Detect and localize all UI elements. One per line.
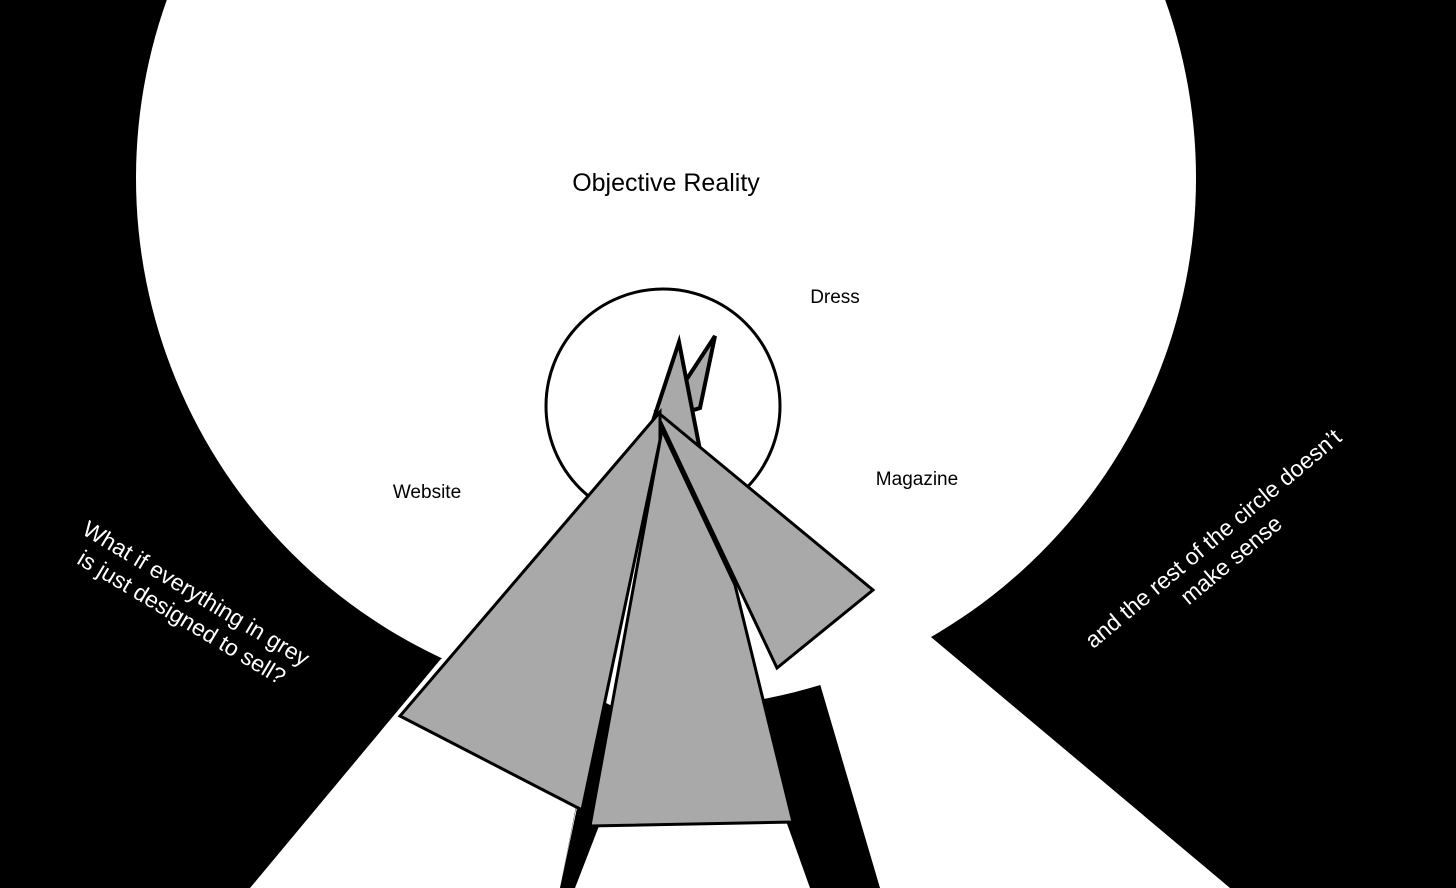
magazine-shape bbox=[653, 408, 876, 671]
light-beam-right bbox=[760, 480, 1230, 888]
center-grey-shape bbox=[588, 425, 795, 828]
website-shape bbox=[397, 407, 662, 813]
beam-gap-right bbox=[770, 700, 880, 888]
website-label: Website bbox=[393, 482, 461, 503]
magazine-label: Magazine bbox=[876, 469, 958, 490]
objective-reality-label: Objective Reality bbox=[572, 169, 760, 197]
dress-label: Dress bbox=[810, 287, 860, 308]
